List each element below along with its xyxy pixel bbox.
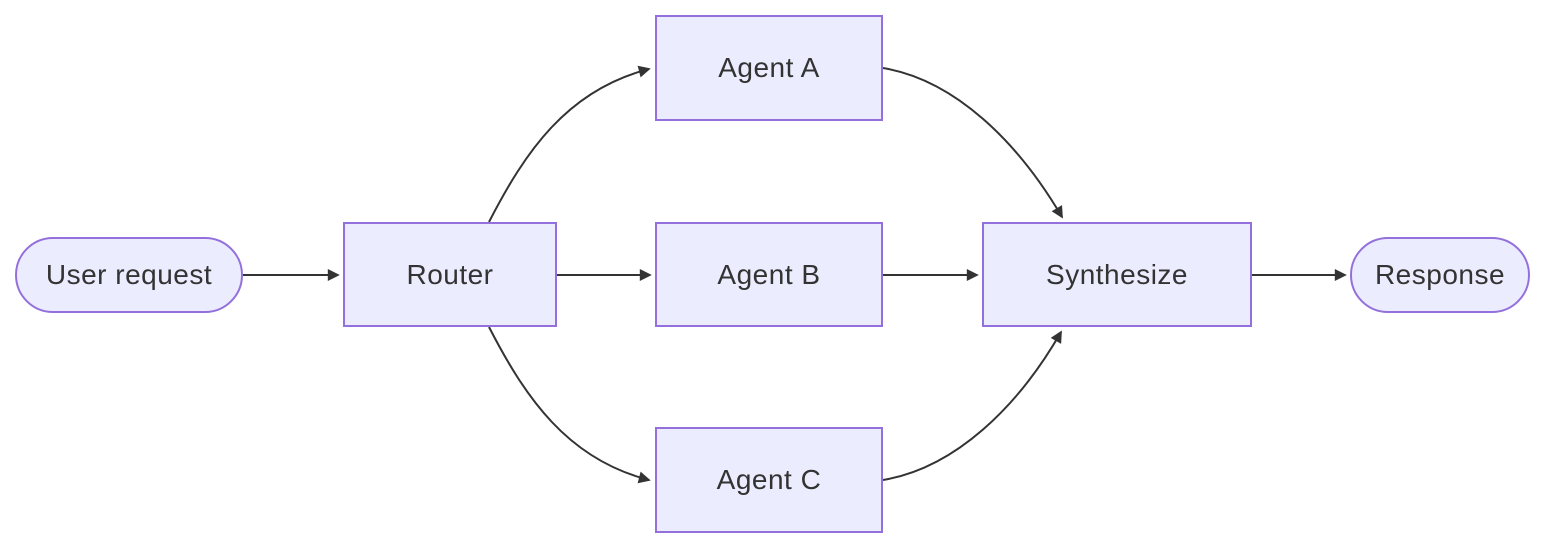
node-agent-a-label: Agent A — [718, 52, 820, 83]
edge-agent-c-to-synthesize — [882, 330, 1062, 481]
node-agent-c: Agent C — [655, 427, 883, 533]
node-user-request-label: User request — [45, 259, 213, 290]
node-router-label: Router — [406, 258, 494, 290]
node-agent-a: Agent A — [655, 15, 883, 121]
node-agent-b-label: Agent B — [717, 258, 821, 290]
edge-agent-a-to-synthesize — [882, 67, 1063, 219]
node-synthesize: Synthesize — [982, 222, 1252, 327]
node-agent-b: Agent B — [655, 222, 883, 327]
node-response: Response — [1350, 237, 1530, 313]
node-router: Router — [343, 222, 557, 327]
edge-router-to-agent-a — [488, 65, 651, 223]
node-user-request: User request — [15, 237, 243, 313]
node-synthesize-label: Synthesize — [1046, 258, 1188, 290]
node-response-label: Response — [1374, 259, 1506, 290]
node-agent-c-label: Agent C — [716, 464, 822, 495]
edge-router-to-agent-c — [488, 326, 651, 484]
